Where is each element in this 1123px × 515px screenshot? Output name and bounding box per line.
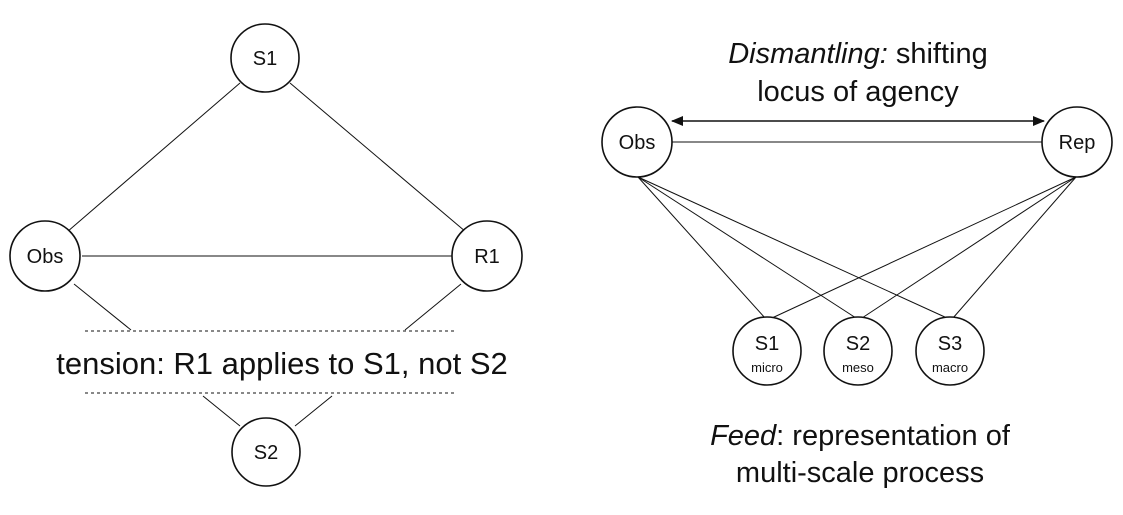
edge-obs-s2-lower: [202, 395, 241, 427]
node-r1: R1: [451, 220, 523, 292]
caption-bottom-italic: Feed: [710, 420, 777, 452]
caption-top-line1: Dismantling: shifting: [728, 38, 988, 70]
node-rep: Rep: [1041, 106, 1113, 178]
edge-s1-r1: [289, 82, 467, 233]
edge-obs-s2-upper: [73, 283, 132, 331]
caption-top-rest: shifting: [888, 38, 988, 70]
left-diagram: tension: R1 applies to S1, not S2 S1 Obs…: [9, 23, 523, 487]
caption-top-italic: Dismantling:: [728, 38, 888, 70]
node-s1-micro-label: S1: [755, 333, 779, 355]
edge-s1-obs: [66, 82, 241, 233]
right-diagram: Dismantling: shifting locus of agency Ob…: [601, 38, 1113, 489]
node-s2-label: S2: [254, 442, 278, 464]
node-obs-left-label: Obs: [27, 246, 64, 268]
node-s1-micro: S1 micro: [732, 316, 802, 386]
node-s1-micro-sub: micro: [751, 360, 783, 375]
node-rep-label: Rep: [1059, 132, 1096, 154]
node-s2-meso-label: S2: [846, 333, 870, 355]
node-r1-label: R1: [474, 246, 500, 268]
edge-obs-s2: [637, 176, 857, 319]
edge-obs-s3: [637, 176, 948, 319]
node-s1-label: S1: [253, 48, 277, 70]
edge-r1-s2-upper: [404, 283, 462, 331]
edge-rep-s1: [771, 176, 1077, 319]
edge-rep-s3: [952, 176, 1077, 319]
node-s2-meso-sub: meso: [842, 360, 874, 375]
caption-top-line2: locus of agency: [757, 76, 959, 108]
node-s3-macro-sub: macro: [932, 360, 968, 375]
edge-obs-s1: [637, 176, 766, 319]
tension-label: tension: R1 applies to S1, not S2: [56, 346, 508, 381]
caption-bottom-rest: : representation of: [776, 420, 1011, 452]
node-s1: S1: [230, 23, 300, 93]
edge-rep-s2: [861, 176, 1077, 319]
caption-bottom-line1: Feed: representation of: [710, 420, 1011, 452]
node-obs-right: Obs: [601, 106, 673, 178]
node-s3-macro-label: S3: [938, 333, 962, 355]
node-obs-right-label: Obs: [619, 132, 656, 154]
node-s3-macro: S3 macro: [915, 316, 985, 386]
node-s2-meso: S2 meso: [823, 316, 893, 386]
caption-bottom-line2: multi-scale process: [736, 457, 984, 489]
edge-r1-s2-lower: [294, 395, 333, 427]
node-s2: S2: [231, 417, 301, 487]
node-obs-left: Obs: [9, 220, 81, 292]
